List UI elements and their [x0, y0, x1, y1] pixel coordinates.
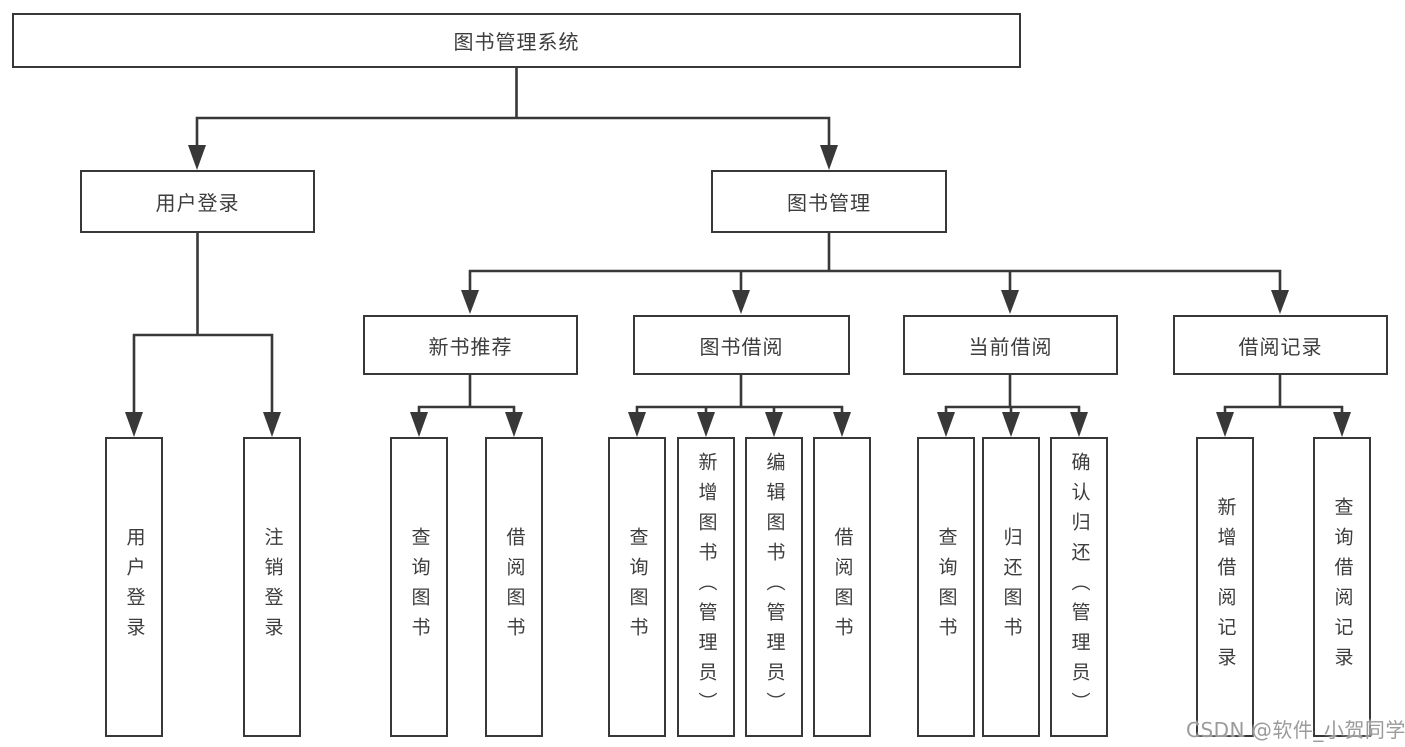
leaf-borrow-books-recommend: 借阅图书: [485, 437, 543, 737]
csdn-watermark: CSDN @软件_小贺同学: [1186, 718, 1405, 742]
node-label: 图书管理系统: [453, 30, 580, 54]
node-label: 当前借阅: [968, 334, 1053, 359]
leaf-confirm-return-admin: 确认归还（管理员）: [1050, 437, 1108, 737]
connector-user-login-to-leaves: [132, 231, 274, 416]
node-borrowing-records: 借阅记录: [1173, 315, 1388, 375]
connector-current-borrow-to-leaves: [944, 373, 1081, 416]
arrowhead: [461, 290, 479, 314]
arrowhead: [1002, 412, 1020, 437]
arrowhead: [765, 412, 783, 437]
node-new-book-recommendation: 新书推荐: [363, 315, 578, 375]
node-user-login: 用户登录: [80, 170, 315, 233]
leaf-label: 确认归还（管理员）: [1068, 452, 1091, 722]
node-label: 用户登录: [155, 191, 240, 215]
arrowhead: [1216, 412, 1234, 437]
node-current-borrowing: 当前借阅: [903, 315, 1118, 375]
node-book-borrowing: 图书借阅: [633, 315, 850, 375]
arrowhead: [1001, 290, 1019, 314]
arrowhead: [833, 412, 851, 437]
connector-borrow-records-to-leaves: [1223, 373, 1344, 416]
arrowhead: [1271, 290, 1289, 314]
leaf-edit-books-admin: 编辑图书（管理员）: [745, 437, 803, 737]
arrowhead: [505, 412, 523, 437]
connector-book-borrow-to-leaves: [635, 373, 844, 416]
leaf-label: 查询借阅记录: [1331, 497, 1354, 677]
leaf-label: 编辑图书（管理员）: [763, 452, 786, 722]
arrowhead: [937, 412, 955, 437]
leaf-label: 注销登录: [261, 527, 284, 647]
leaf-logout: 注销登录: [243, 437, 301, 737]
node-library-management-system: 图书管理系统: [12, 13, 1021, 68]
leaf-return-books: 归还图书: [982, 437, 1040, 737]
arrowhead: [263, 412, 281, 437]
arrowhead: [125, 412, 143, 437]
leaf-borrow-books-borrowing: 借阅图书: [813, 437, 871, 737]
leaf-add-books-admin: 新增图书（管理员）: [677, 437, 735, 737]
arrowhead: [410, 412, 428, 437]
leaf-user-login: 用户登录: [105, 437, 163, 737]
leaf-label: 查询图书: [935, 527, 958, 647]
arrowheads: [125, 145, 1351, 437]
leaf-query-borrow-record: 查询借阅记录: [1313, 437, 1371, 737]
leaf-label: 借阅图书: [503, 527, 526, 647]
arrowhead: [820, 145, 838, 170]
node-label: 图书借阅: [699, 334, 784, 359]
arrowhead: [628, 412, 646, 437]
arrowhead: [188, 145, 206, 170]
node-book-management: 图书管理: [711, 170, 947, 233]
node-label: 新书推荐: [428, 334, 513, 359]
leaf-add-borrow-record: 新增借阅记录: [1196, 437, 1254, 737]
node-label: 图书管理: [787, 191, 871, 215]
node-label: 借阅记录: [1238, 334, 1323, 359]
leaf-label: 新增图书（管理员）: [695, 452, 718, 722]
leaf-label: 归还图书: [1000, 527, 1023, 647]
leaf-label: 新增借阅记录: [1214, 497, 1237, 677]
leaf-label: 查询图书: [408, 527, 431, 647]
leaf-label: 查询图书: [626, 527, 649, 647]
leaf-label: 借阅图书: [831, 527, 854, 647]
leaf-query-books-current: 查询图书: [917, 437, 975, 737]
connector-new-book-to-leaves: [417, 373, 516, 416]
connector-root-to-level2: [195, 66, 831, 150]
arrowhead: [732, 290, 750, 314]
leaf-query-books-borrowing: 查询图书: [608, 437, 666, 737]
leaf-label: 用户登录: [123, 527, 146, 647]
arrowhead: [697, 412, 715, 437]
arrowhead: [1070, 412, 1088, 437]
leaf-query-books-recommend: 查询图书: [390, 437, 448, 737]
arrowhead: [1333, 412, 1351, 437]
connector-book-management-to-level3: [468, 231, 1282, 294]
